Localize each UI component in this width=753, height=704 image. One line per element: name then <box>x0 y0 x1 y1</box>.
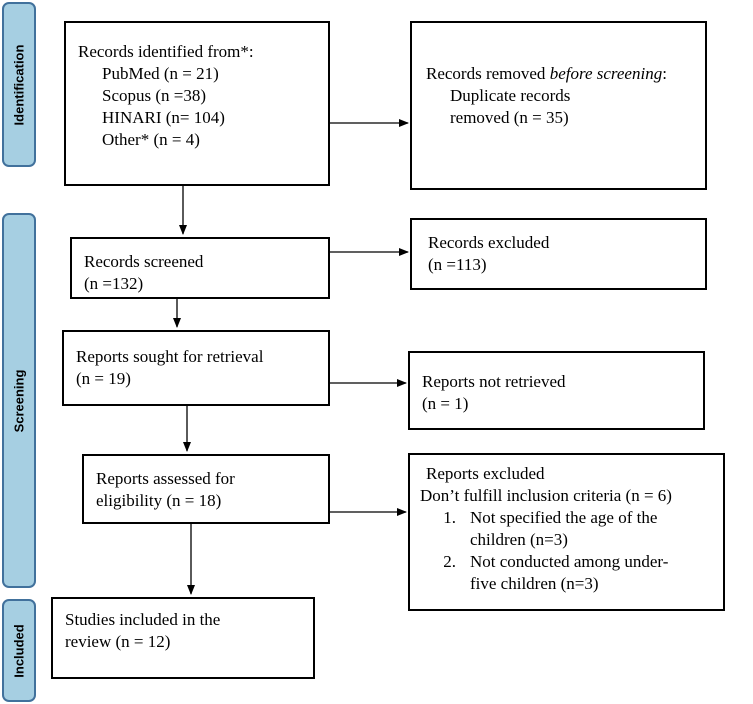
records-removed-title: Records removed before screening: <box>426 63 705 85</box>
reports-sought-box: Reports sought for retrieval (n = 19) <box>62 330 330 406</box>
records-removed-title-italic: before screening <box>549 64 663 83</box>
reports-not-retrieved-line1: Reports not retrieved <box>422 372 566 391</box>
source-hinari: HINARI (n= 104) <box>102 108 225 127</box>
exclusion-reason-1: 1. Not specified the age of the children… <box>426 507 723 551</box>
reports-assessed-line1: Reports assessed for <box>96 469 235 488</box>
duplicate-records-line2: removed (n = 35) <box>450 108 569 127</box>
exclusion-reason-1-text: Not specified the age of the children (n… <box>470 507 657 551</box>
reports-not-retrieved-line2: (n = 1) <box>422 394 469 413</box>
source-pubmed: PubMed (n = 21) <box>102 64 219 83</box>
reports-not-retrieved-box: Reports not retrieved (n = 1) <box>408 351 705 430</box>
records-screened-line1: Records screened <box>84 252 204 271</box>
phase-screening: Screening <box>2 213 36 588</box>
phase-included: Included <box>2 599 36 702</box>
records-screened-line2: (n =132) <box>84 274 144 293</box>
phase-identification: Identification <box>2 2 36 167</box>
studies-included-line2: review (n = 12) <box>65 632 171 651</box>
reports-assessed-line2: eligibility (n = 18) <box>96 491 222 510</box>
records-excluded-line1: Records excluded <box>428 233 550 252</box>
exclusion-reason-1-line2: children (n=3) <box>470 530 568 549</box>
source-other: Other* (n = 4) <box>102 130 200 149</box>
records-identified-box: Records identified from*: PubMed (n = 21… <box>64 21 330 186</box>
exclusion-reason-2-line1: Not conducted among under- <box>470 552 669 571</box>
reports-sought-line2: (n = 19) <box>76 369 131 388</box>
reports-assessed-box: Reports assessed for eligibility (n = 18… <box>82 454 330 524</box>
source-scopus: Scopus (n =38) <box>102 86 207 105</box>
records-identified-title: Records identified from*: <box>78 42 254 61</box>
records-excluded-box: Records excluded (n =113) <box>410 218 707 290</box>
records-removed-box: Records removed before screening: Duplic… <box>410 21 707 190</box>
reports-sought-line1: Reports sought for retrieval <box>76 347 264 366</box>
records-removed-title-suffix: : <box>662 64 667 83</box>
exclusion-reason-1-number: 1. <box>443 508 456 527</box>
records-excluded-line2: (n =113) <box>428 255 487 274</box>
records-screened-box: Records screened (n =132) <box>70 237 330 299</box>
exclusion-reason-2-text: Not conducted among under- five children… <box>470 551 668 595</box>
duplicate-records-line1: Duplicate records <box>450 86 571 105</box>
exclusion-reason-2-line2: five children (n=3) <box>470 574 599 593</box>
exclusion-reason-2-number: 2. <box>443 552 456 571</box>
inclusion-criteria-line: Don’t fulfill inclusion criteria (n = 6) <box>420 486 672 505</box>
exclusion-reason-2: 2. Not conducted among under- five child… <box>426 551 723 595</box>
studies-included-line1: Studies included in the <box>65 610 221 629</box>
reports-excluded-box: Reports excluded Don’t fulfill inclusion… <box>408 453 725 611</box>
records-removed-title-prefix: Records removed <box>426 64 550 83</box>
reports-excluded-title: Reports excluded <box>426 464 545 483</box>
exclusion-reason-1-line1: Not specified the age of the <box>470 508 658 527</box>
studies-included-box: Studies included in the review (n = 12) <box>51 597 315 679</box>
